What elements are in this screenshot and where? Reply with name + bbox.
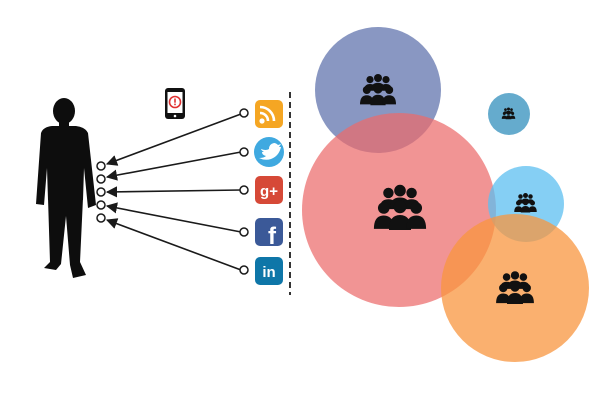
social-channel-icons: g+ f in [254, 100, 284, 285]
google-plus-glyph: g+ [260, 183, 278, 200]
facebook-glyph: f [268, 223, 277, 250]
connection-node [239, 108, 249, 118]
connection-node [239, 185, 249, 195]
person-silhouette-icon [36, 98, 96, 278]
twitter-icon[interactable] [254, 137, 284, 167]
channel-arrows [105, 113, 242, 271]
connection-node [239, 227, 249, 237]
audience-circles [302, 27, 589, 362]
arrow-facebook [105, 202, 242, 233]
connection-node [96, 161, 106, 171]
google-plus-icon[interactable]: g+ [255, 176, 283, 204]
linkedin-icon[interactable]: in [255, 257, 283, 285]
connection-node [96, 187, 106, 197]
smartphone-alert-icon [165, 88, 185, 119]
arrow-twitter [105, 151, 242, 181]
connection-node [96, 200, 106, 210]
connection-node [96, 174, 106, 184]
person-connection-nodes [96, 161, 106, 223]
connection-node [96, 213, 106, 223]
arrow-linkedin [105, 218, 242, 271]
arrow-google-plus [105, 186, 242, 198]
linkedin-glyph: in [262, 264, 275, 281]
rss-icon[interactable] [255, 100, 283, 128]
connection-node [239, 265, 249, 275]
connection-node [239, 147, 249, 157]
facebook-icon[interactable]: f [255, 218, 283, 250]
arrow-rss [105, 113, 242, 166]
channel-connection-nodes [239, 108, 249, 275]
